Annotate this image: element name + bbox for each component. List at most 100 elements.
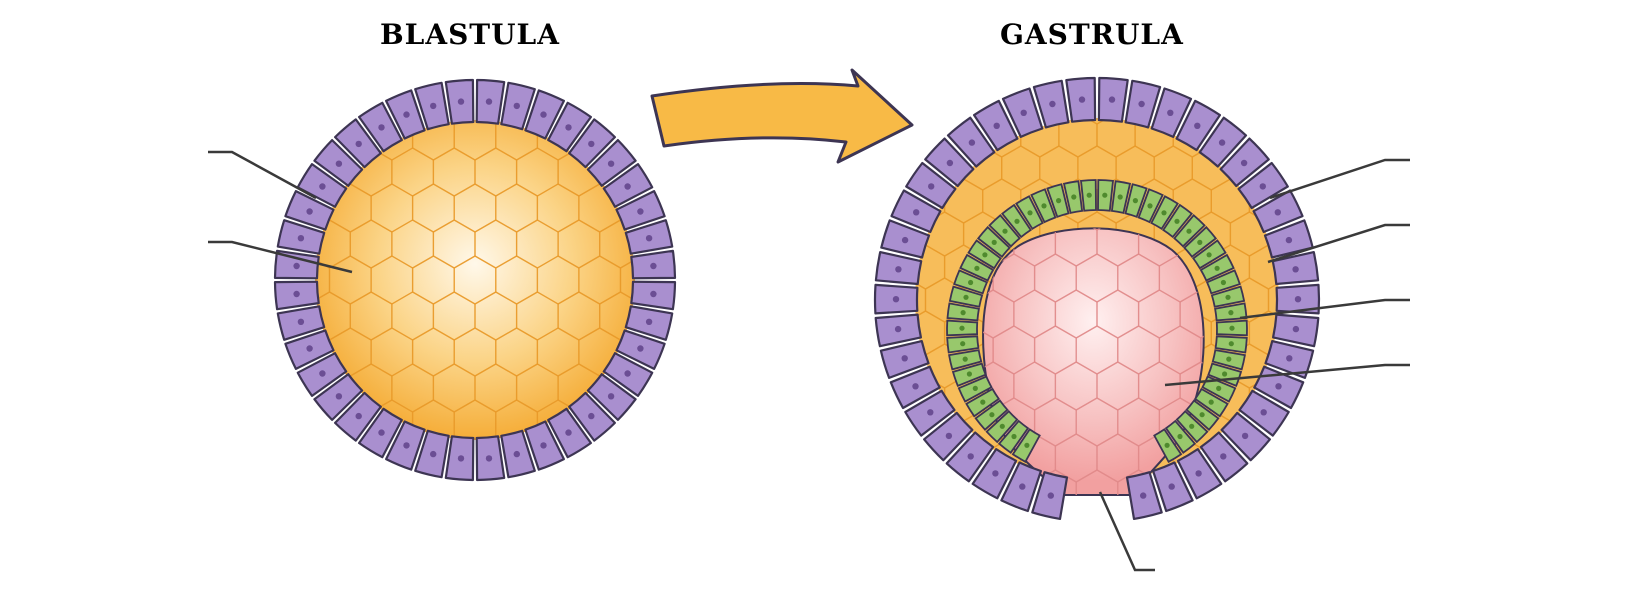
hex-cell [619,255,635,305]
endoderm-nucleus [1220,279,1226,286]
endoderm-nucleus [1197,239,1203,245]
endoderm-nucleus [960,310,966,316]
blastula-ectoderm-nucleus [588,140,595,148]
gastrula-ectoderm-nucleus [1168,483,1175,490]
gastrula-ectoderm-nucleus [1019,483,1026,490]
blastula-ectoderm-nucleus [430,450,437,458]
gastrula-ectoderm-nucleus [992,470,999,477]
gastrula-ectoderm-ring [873,76,1321,520]
gastrula-ectoderm-nucleus [945,432,953,440]
endoderm-nucleus [1147,203,1153,209]
gastrula-ectoderm-nucleus [927,409,934,416]
blastula-ectoderm-nucleus [355,412,362,420]
gastrula-ectoderm-nucleus [993,122,1000,129]
blastula-ectoderm-nucleus [540,111,547,118]
blastula-ectoderm-nucleus [306,208,313,215]
gastrula-ectoderm-nucleus [928,183,935,190]
blastula-ectoderm-nucleus [565,124,572,131]
blastula-ectoderm-nucleus [607,160,615,167]
endoderm-nucleus [968,279,974,286]
endoderm-nucleus [966,371,973,377]
gastrula-leader-line-4 [1164,363,1410,387]
endoderm-nucleus [1226,356,1232,362]
gastrula-ectoderm-nucleus [901,236,909,244]
gastrula-ectoderm-nucleus [1241,432,1249,440]
endoderm-nucleus [1086,192,1092,198]
endoderm-nucleus [1011,433,1017,440]
blastula-ectoderm-nucleus [607,393,615,400]
gastrula-ectoderm-nucleus [1285,236,1293,244]
blastula-ectoderm-nucleus [335,393,343,400]
gastrula-leader-line-3 [1239,298,1410,320]
blastula-ectoderm-nucleus [485,455,493,462]
blastula-ectoderm-nucleus [430,102,437,110]
endoderm-nucleus [960,341,966,347]
endoderm-nucleus [980,399,986,405]
blastula-ectoderm-nucleus [403,442,410,449]
gastrula-ectoderm-nucleus [1240,159,1248,167]
gastrula-ectoderm-nucleus [1274,209,1282,216]
endoderm-nucleus [1216,385,1222,391]
endoderm-nucleus [959,325,965,331]
endoderm-nucleus [1174,218,1180,224]
endoderm-nucleus [1225,294,1231,300]
gastrula-ectoderm-nucleus [967,453,974,460]
blastula-ectoderm-nucleus [565,429,572,436]
gastrula-leader-line-2 [1267,223,1410,264]
gastrula-ectoderm-nucleus [1047,492,1055,499]
gastrula-leader-line-1 [1269,158,1410,200]
endoderm-nucleus [1208,399,1214,405]
gastrula-ectoderm-nucleus [892,296,900,303]
gastrula-ectoderm-nucleus [1049,100,1056,108]
endoderm-nucleus [982,252,988,258]
gastrula-ectoderm-nucleus [1218,139,1226,146]
blastula-leader-line-1 [208,150,317,200]
endoderm-nucleus [991,239,997,245]
blastula-ectoderm-nucleus [645,318,653,325]
endoderm-nucleus [1228,341,1234,347]
blastula [208,78,677,482]
endoderm-nucleus [999,423,1005,429]
gastrula-ectoderm-nucleus [912,383,919,390]
gastrula-ectoderm-nucleus [1108,96,1116,103]
gastrula-ectoderm-nucleus [1140,492,1147,499]
blastula-ectoderm-nucleus [513,102,520,110]
gastrula-ectoderm-nucleus [1259,183,1267,190]
endoderm-nucleus [1228,310,1234,316]
endoderm-nucleus [1189,423,1195,429]
gastrula-ectoderm-nucleus [1292,266,1299,273]
gastrula-ectoderm-nucleus [1275,383,1282,390]
endoderm-nucleus [1206,252,1212,258]
gastrula-ectoderm-nucleus [1220,453,1227,460]
gastrula-ectoderm-nucleus [895,266,902,273]
blastocoel [315,120,635,440]
blastula-ectoderm-nucleus [650,262,657,270]
gastrula-ectoderm-nucleus [968,139,976,146]
endoderm-nucleus [1186,228,1192,234]
blastula-ectoderm-nucleus [306,345,313,352]
gastrula [873,76,1410,572]
blastula-ectoderm-nucleus [645,235,653,242]
gastrula-ectoderm-nucleus [1138,100,1145,108]
gastrula-ectoderm-nucleus [1020,109,1027,117]
blastula-ectoderm-nucleus [319,183,326,190]
endoderm-nucleus [1132,198,1138,204]
endoderm-nucleus [1177,433,1183,440]
blastula-ectoderm-nucleus [485,98,493,105]
blastula-ectoderm-nucleus [293,262,300,270]
hex-cell [1267,277,1279,323]
direction-arrow [650,68,914,164]
endoderm-nucleus [974,265,980,271]
endoderm-nucleus [1024,442,1030,448]
blastula-ectoderm-nucleus [624,183,631,190]
gastrula-ectoderm-nucleus [1286,355,1293,362]
blastula-ectoderm-nucleus [297,235,305,242]
endoderm-nucleus [1214,265,1220,271]
blastula-ectoderm-nucleus [624,370,631,377]
blastula-ectoderm-nucleus [457,455,465,462]
endoderm-layer [946,179,1248,464]
blastula-ectoderm-nucleus [513,450,520,458]
blastula-ectoderm-nucleus [297,318,305,325]
blastula-ectoderm-nucleus [378,124,385,131]
